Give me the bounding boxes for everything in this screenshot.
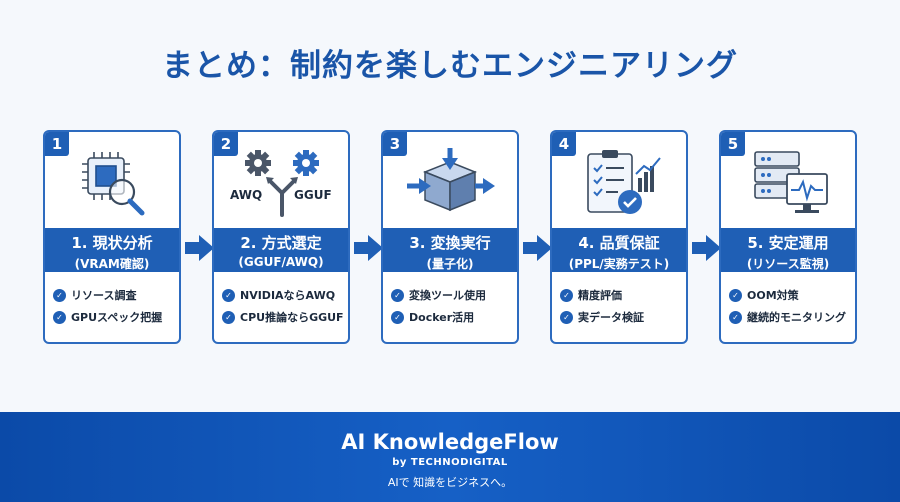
box-arrows-icon xyxy=(383,142,517,224)
step-checklist: ✓変換ツール使用 ✓Docker活用 xyxy=(391,284,517,328)
list-item: ✓GPUスペック把握 xyxy=(53,306,179,328)
step-subtitle: (GGUF/AWQ) xyxy=(238,255,324,269)
list-item: ✓継続的モニタリング xyxy=(729,306,855,328)
step-band: 5. 安定運用 (リソース監視) xyxy=(721,228,855,272)
footer-banner: AI KnowledgeFlow by TECHNODIGITAL AIで 知識… xyxy=(0,412,900,502)
list-item: ✓変換ツール使用 xyxy=(391,284,517,306)
page-title: まとめ：制約を楽しむエンジニアリング xyxy=(162,48,738,84)
arrow-right-icon xyxy=(354,235,383,261)
step-subtitle: (PPL/実務テスト) xyxy=(568,257,670,271)
process-steps: 1 1. 現状分析 (VRAM確認) ✓リソース調査 ✓GPU xyxy=(43,130,858,345)
step-subtitle: (リソース監視) xyxy=(746,257,830,271)
step-checklist: ✓OOM対策 ✓継続的モニタリング xyxy=(729,284,855,328)
brand-byline: by TECHNODIGITAL xyxy=(392,457,508,468)
step-band: 2. 方式選定 (GGUF/AWQ) xyxy=(214,228,348,272)
step-subtitle: (量子化) xyxy=(426,257,474,271)
step-number: 4 xyxy=(552,132,576,156)
list-item: ✓OOM対策 xyxy=(729,284,855,306)
arrow-right-icon xyxy=(692,235,721,261)
check-icon: ✓ xyxy=(53,310,66,324)
arrow-right-icon xyxy=(185,235,214,261)
step-number: 1 xyxy=(45,132,69,156)
arrow-right-icon xyxy=(523,235,552,261)
check-icon: ✓ xyxy=(391,310,404,324)
check-icon: ✓ xyxy=(729,288,742,302)
step-title: 3. 変換実行 xyxy=(409,234,491,252)
list-item: ✓Docker活用 xyxy=(391,306,517,328)
check-icon: ✓ xyxy=(729,310,742,324)
step-title: 4. 品質保証 xyxy=(578,234,660,252)
brand-tagline: AIで 知識をビジネスへ。 xyxy=(387,476,513,489)
step-card-1: 1 1. 現状分析 (VRAM確認) ✓リソース調査 ✓GPU xyxy=(43,130,181,344)
step-card-5: 5 5. 安定運用 (リソース監視) xyxy=(719,130,857,344)
step-title: 1. 現状分析 xyxy=(71,234,153,252)
list-item: ✓実データ検証 xyxy=(560,306,686,328)
step-subtitle: (VRAM確認) xyxy=(74,257,150,271)
step-band: 1. 現状分析 (VRAM確認) xyxy=(45,228,179,272)
gguf-label: GGUF xyxy=(294,188,332,202)
server-monitor-icon xyxy=(721,142,855,224)
step-title: 5. 安定運用 xyxy=(747,234,829,252)
check-icon: ✓ xyxy=(560,288,573,302)
step-number: 2 xyxy=(214,132,238,156)
gears-fork-icon xyxy=(214,142,348,224)
list-item: ✓精度評価 xyxy=(560,284,686,306)
step-title: 2. 方式選定 xyxy=(240,234,322,252)
step-checklist: ✓精度評価 ✓実データ検証 xyxy=(560,284,686,328)
step-band: 3. 変換実行 (量子化) xyxy=(383,228,517,272)
step-checklist: ✓リソース調査 ✓GPUスペック把握 xyxy=(53,284,179,328)
check-icon: ✓ xyxy=(222,310,235,324)
check-icon: ✓ xyxy=(222,288,235,302)
step-checklist: ✓NVIDIAならAWQ ✓CPU推論ならGGUF xyxy=(222,284,348,328)
check-icon: ✓ xyxy=(53,288,66,302)
check-icon: ✓ xyxy=(391,288,404,302)
step-number: 3 xyxy=(383,132,407,156)
step-card-3: 3 3. 変換実行 (量子化) ✓変換ツール使用 ✓Docker活用 xyxy=(381,130,519,344)
list-item: ✓NVIDIAならAWQ xyxy=(222,284,348,306)
cpu-magnifier-icon xyxy=(45,142,179,224)
list-item: ✓リソース調査 xyxy=(53,284,179,306)
step-card-4: 4 4. 品質保証 (PPL/実務テスト) xyxy=(550,130,688,344)
list-item: ✓CPU推論ならGGUF xyxy=(222,306,348,328)
step-card-2: 2 AWQ GGUF xyxy=(212,130,350,344)
awq-label: AWQ xyxy=(230,188,263,202)
step-band: 4. 品質保証 (PPL/実務テスト) xyxy=(552,228,686,272)
checklist-chart-icon xyxy=(552,142,686,224)
check-icon: ✓ xyxy=(560,310,573,324)
brand-name: AI KnowledgeFlow xyxy=(341,430,559,454)
step-number: 5 xyxy=(721,132,745,156)
